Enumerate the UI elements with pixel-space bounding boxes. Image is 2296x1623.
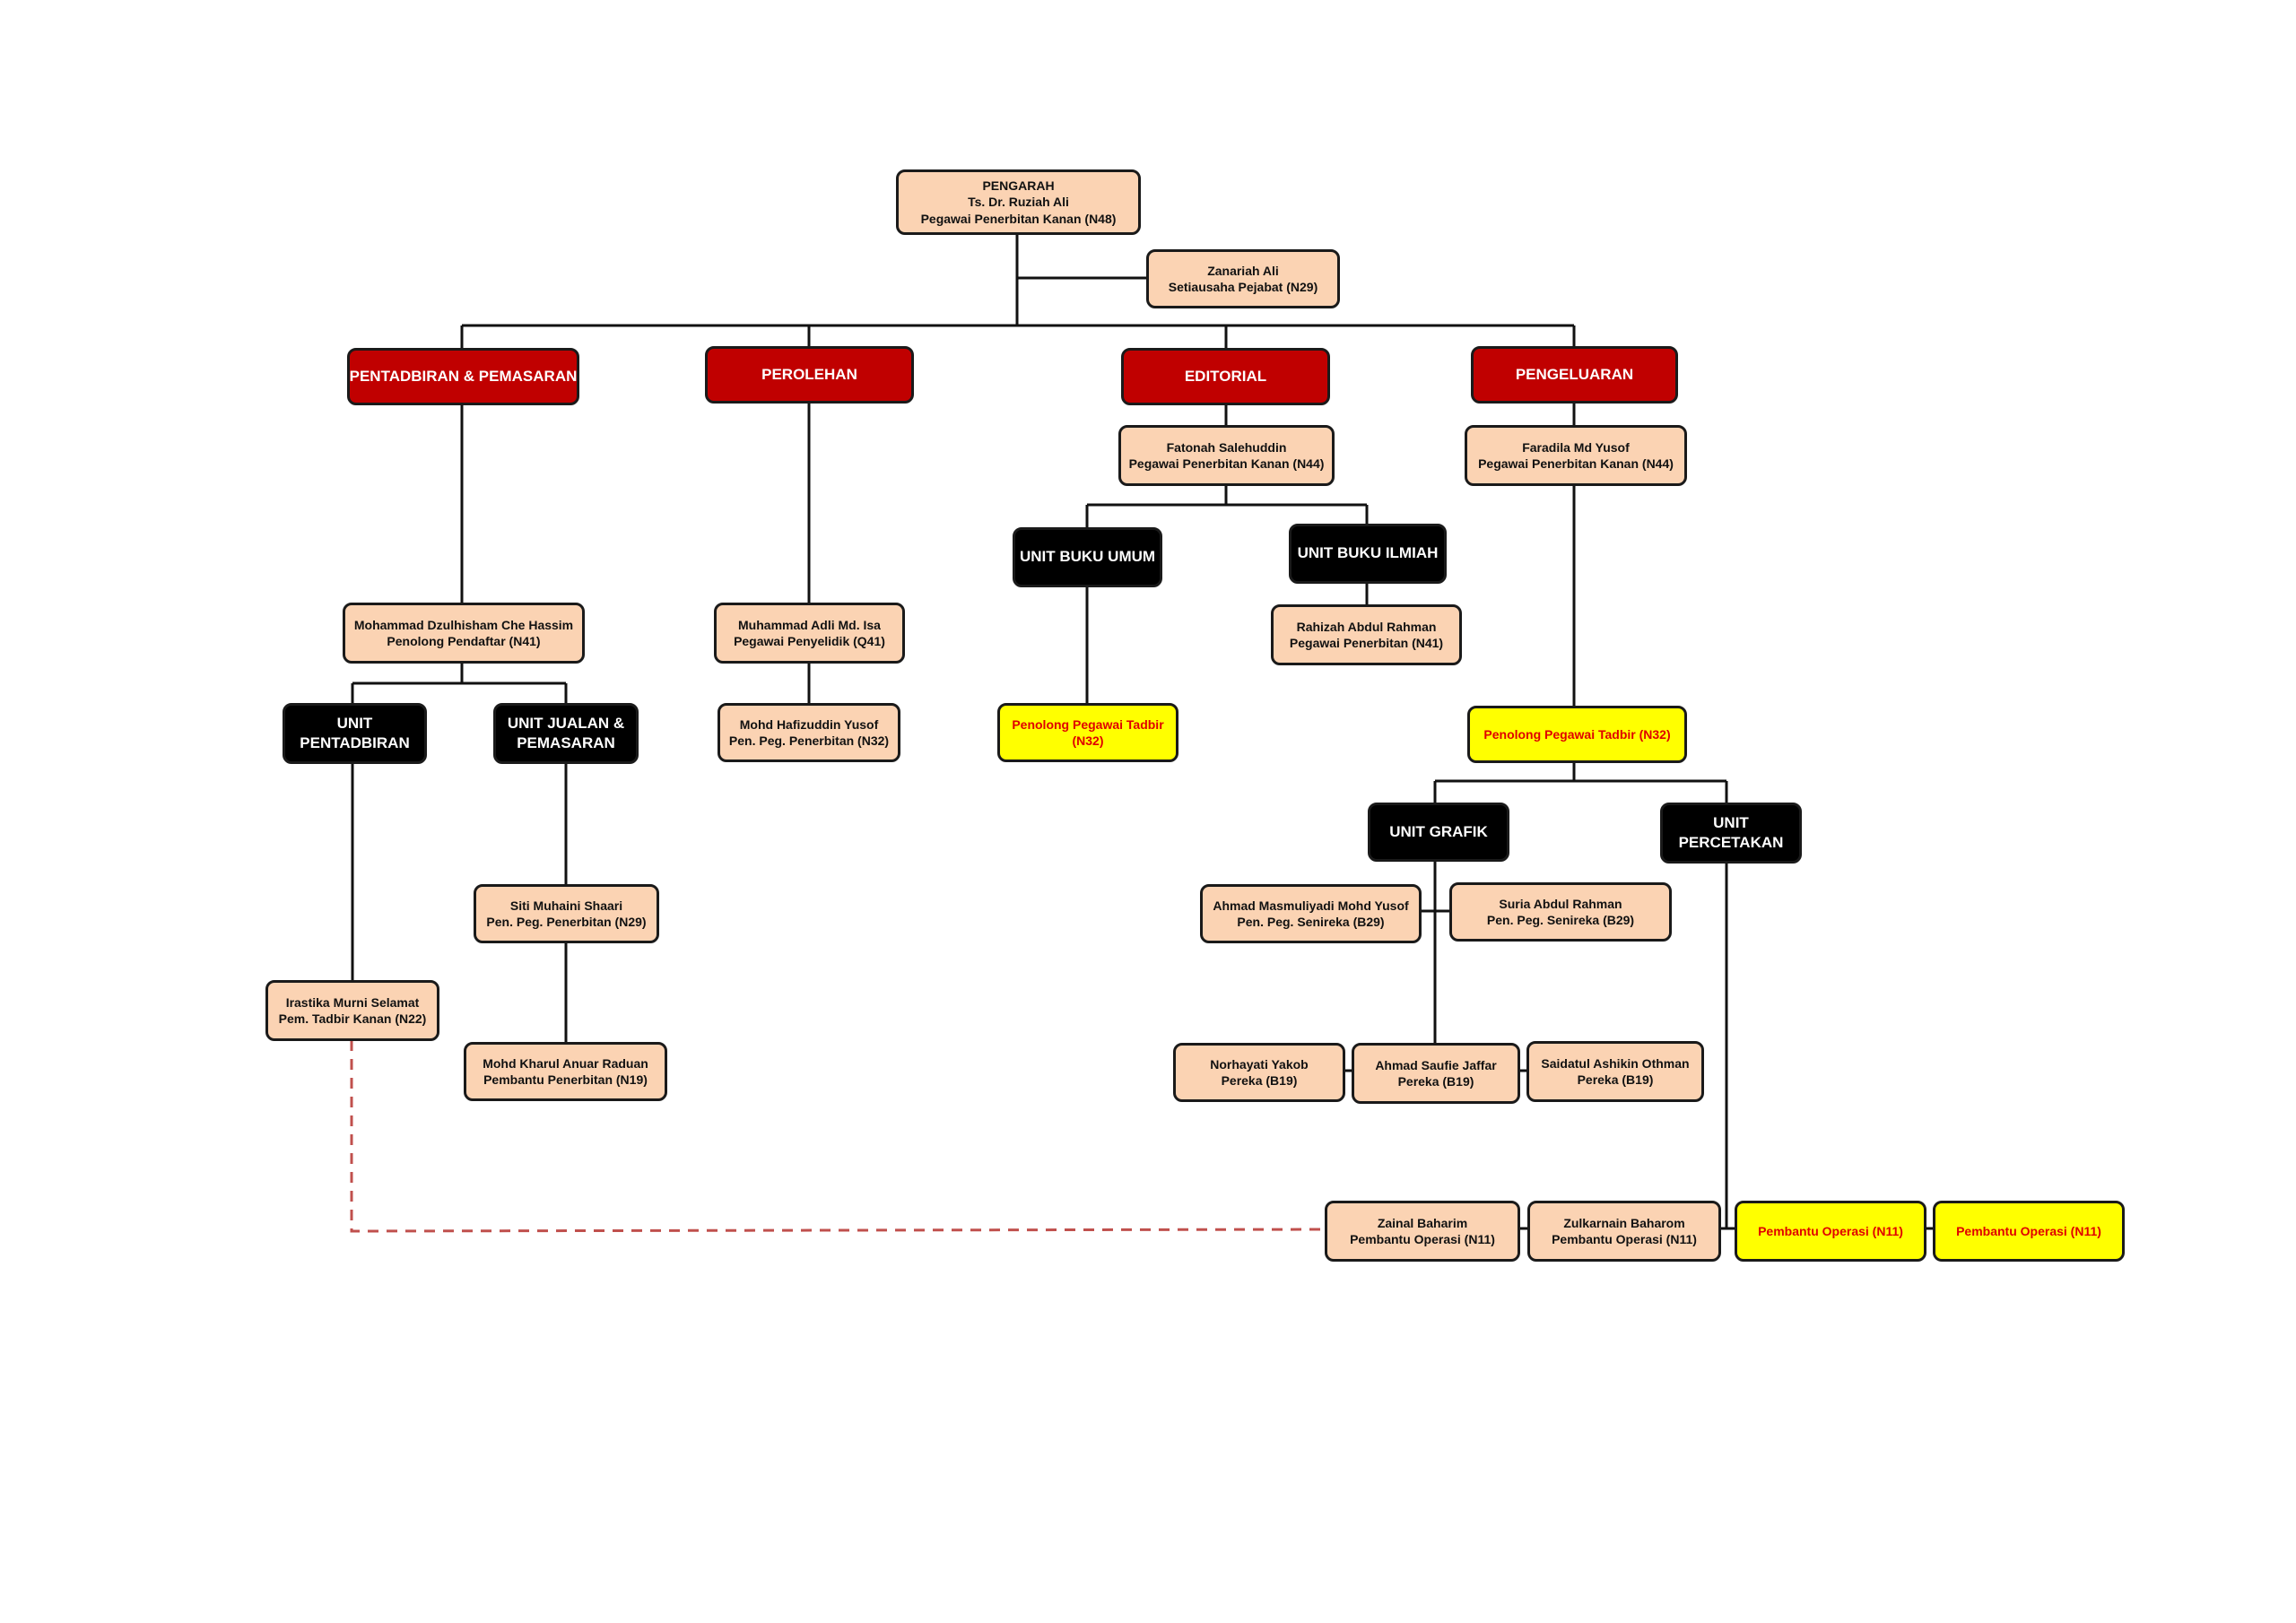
person-position: Pereka (B19) (1397, 1074, 1474, 1089)
person-position: Penolong Pendaftar (N41) (387, 634, 541, 648)
dept-label: PENTADBIRAN & PEMASARAN (349, 367, 578, 385)
person-name: Zainal Baharim (1377, 1215, 1468, 1230)
person-name: Ahmad Masmuliyadi Mohd Yusof (1213, 898, 1409, 913)
unit-grafik: UNIT GRAFIK (1368, 803, 1509, 862)
director-name: Ts. Dr. Ruziah Ali (968, 195, 1069, 210)
unit-label: UNIT BUKU UMUM (1019, 548, 1156, 566)
person-adli: Muhammad Adli Md. Isa Pegawai Penyelidik… (714, 603, 905, 664)
unit-buku-umum: UNIT BUKU UMUM (1013, 527, 1162, 587)
person-name: Faradila Md Yusof (1522, 439, 1630, 455)
person-position: Pegawai Penerbitan Kanan (N44) (1128, 456, 1325, 471)
secretary-box: Zanariah Ali Setiausaha Pejabat (N29) (1146, 249, 1340, 308)
person-saidatul: Saidatul Ashikin Othman Pereka (B19) (1526, 1041, 1704, 1102)
person-faradila: Faradila Md Yusof Pegawai Penerbitan Kan… (1465, 425, 1687, 486)
unit-pentadbiran: UNIT PENTADBIRAN (283, 703, 427, 764)
person-fatonah: Fatonah Salehuddin Pegawai Penerbitan Ka… (1118, 425, 1335, 486)
dept-label: PEROLEHAN (761, 365, 857, 383)
vacant-label: Penolong Pegawai Tadbir (N32) (1483, 726, 1671, 742)
person-position: Pem. Tadbir Kanan (N22) (278, 1011, 427, 1026)
person-position: Pereka (B19) (1577, 1072, 1654, 1087)
person-name: Ahmad Saufie Jaffar (1375, 1057, 1497, 1072)
person-name: Irastika Murni Selamat (285, 994, 420, 1010)
person-position: Pegawai Penyelidik (Q41) (734, 634, 885, 648)
vacant-label: Pembantu Operasi (N11) (1758, 1223, 1903, 1238)
vacant-label: Pembantu Operasi (N11) (1956, 1223, 2101, 1238)
person-name: Suria Abdul Rahman (1499, 896, 1622, 911)
unit-percetakan: UNIT PERCETAKAN (1660, 803, 1802, 864)
secretary-position: Setiausaha Pejabat (N29) (1168, 280, 1318, 294)
person-position: Pegawai Penerbitan (N41) (1289, 636, 1444, 650)
dept-label: EDITORIAL (1184, 367, 1267, 385)
director-box: PENGARAH Ts. Dr. Ruziah Ali Pegawai Pene… (896, 169, 1141, 235)
person-name: Rahizah Abdul Rahman (1296, 619, 1437, 634)
unit-label: UNIT JUALAN & (507, 714, 625, 732)
person-name: Mohd Hafizuddin Yusof (739, 716, 879, 732)
person-name: Mohd Kharul Anuar Raduan (483, 1055, 648, 1071)
unit-buku-ilmiah: UNIT BUKU ILMIAH (1289, 524, 1447, 584)
dept-pentadbiran-pemasaran: PENTADBIRAN & PEMASARAN (347, 348, 579, 405)
vacant-ppt-pengeluaran: Penolong Pegawai Tadbir (N32) (1467, 706, 1687, 763)
unit-label: UNIT (1713, 813, 1749, 831)
person-position: Pegawai Penerbitan Kanan (N44) (1478, 456, 1674, 471)
vacant-label: (N32) (1072, 733, 1104, 748)
dept-editorial: EDITORIAL (1121, 348, 1330, 405)
unit-label: UNIT BUKU ILMIAH (1297, 544, 1439, 562)
secretary-name: Zanariah Ali (1207, 263, 1279, 278)
dept-perolehan: PEROLEHAN (705, 346, 914, 404)
person-suria: Suria Abdul Rahman Pen. Peg. Senireka (B… (1449, 882, 1672, 942)
person-saufie: Ahmad Saufie Jaffar Pereka (B19) (1352, 1043, 1520, 1104)
dashed-link (350, 1040, 1326, 1233)
person-position: Pen. Peg. Senireka (B29) (1237, 915, 1385, 929)
person-zainal: Zainal Baharim Pembantu Operasi (N11) (1325, 1201, 1520, 1262)
person-name: Zulkarnain Baharom (1563, 1215, 1685, 1230)
person-name: Mohammad Dzulhisham Che Hassim (353, 617, 574, 632)
unit-label: UNIT (336, 714, 373, 732)
person-masmuliyadi: Ahmad Masmuliyadi Mohd Yusof Pen. Peg. S… (1200, 884, 1422, 943)
unit-label: UNIT GRAFIK (1389, 822, 1488, 840)
person-position: Pembantu Operasi (N11) (1350, 1232, 1495, 1246)
person-name: Siti Muhaini Shaari (509, 898, 623, 913)
person-position: Pen. Peg. Penerbitan (N29) (486, 915, 647, 929)
person-position: Pen. Peg. Penerbitan (N32) (728, 733, 890, 748)
person-name: Fatonah Salehuddin (1166, 439, 1287, 455)
unit-label: PENTADBIRAN (300, 734, 410, 751)
person-position: Pereka (B19) (1221, 1073, 1298, 1088)
person-siti-muhaini: Siti Muhaini Shaari Pen. Peg. Penerbitan… (474, 884, 659, 943)
vacant-pembantu-operasi-1: Pembantu Operasi (N11) (1735, 1201, 1926, 1262)
person-position: Pembantu Operasi (N11) (1552, 1232, 1697, 1246)
dept-label: PENGELUARAN (1515, 365, 1634, 383)
vacant-ppt-editorial: Penolong Pegawai Tadbir (N32) (997, 703, 1178, 762)
vacant-pembantu-operasi-2: Pembantu Operasi (N11) (1933, 1201, 2125, 1262)
person-position: Pembantu Penerbitan (N19) (483, 1072, 648, 1087)
person-name: Muhammad Adli Md. Isa (738, 617, 881, 632)
person-name: Norhayati Yakob (1210, 1056, 1309, 1072)
person-hafizuddin: Mohd Hafizuddin Yusof Pen. Peg. Penerbit… (718, 703, 900, 762)
director-position: Pegawai Penerbitan Kanan (N48) (920, 211, 1117, 226)
person-zulkarnain: Zulkarnain Baharom Pembantu Operasi (N11… (1527, 1201, 1721, 1262)
director-title: PENGARAH (982, 178, 1055, 194)
person-position: Pen. Peg. Senireka (B29) (1486, 913, 1635, 927)
person-name: Saidatul Ashikin Othman (1541, 1055, 1690, 1071)
person-kharul: Mohd Kharul Anuar Raduan Pembantu Penerb… (464, 1042, 667, 1101)
unit-label: PERCETAKAN (1678, 834, 1784, 851)
vacant-label: Penolong Pegawai Tadbir (1012, 716, 1164, 732)
unit-jualan-pemasaran: UNIT JUALAN & PEMASARAN (493, 703, 639, 764)
dept-pengeluaran: PENGELUARAN (1471, 346, 1678, 404)
person-rahizah: Rahizah Abdul Rahman Pegawai Penerbitan … (1271, 604, 1462, 665)
unit-label: PEMASARAN (517, 734, 615, 751)
person-dzulhisham: Mohammad Dzulhisham Che Hassim Penolong … (343, 603, 585, 664)
person-irastika: Irastika Murni Selamat Pem. Tadbir Kanan… (265, 980, 439, 1041)
person-norhayati: Norhayati Yakob Pereka (B19) (1173, 1043, 1345, 1102)
